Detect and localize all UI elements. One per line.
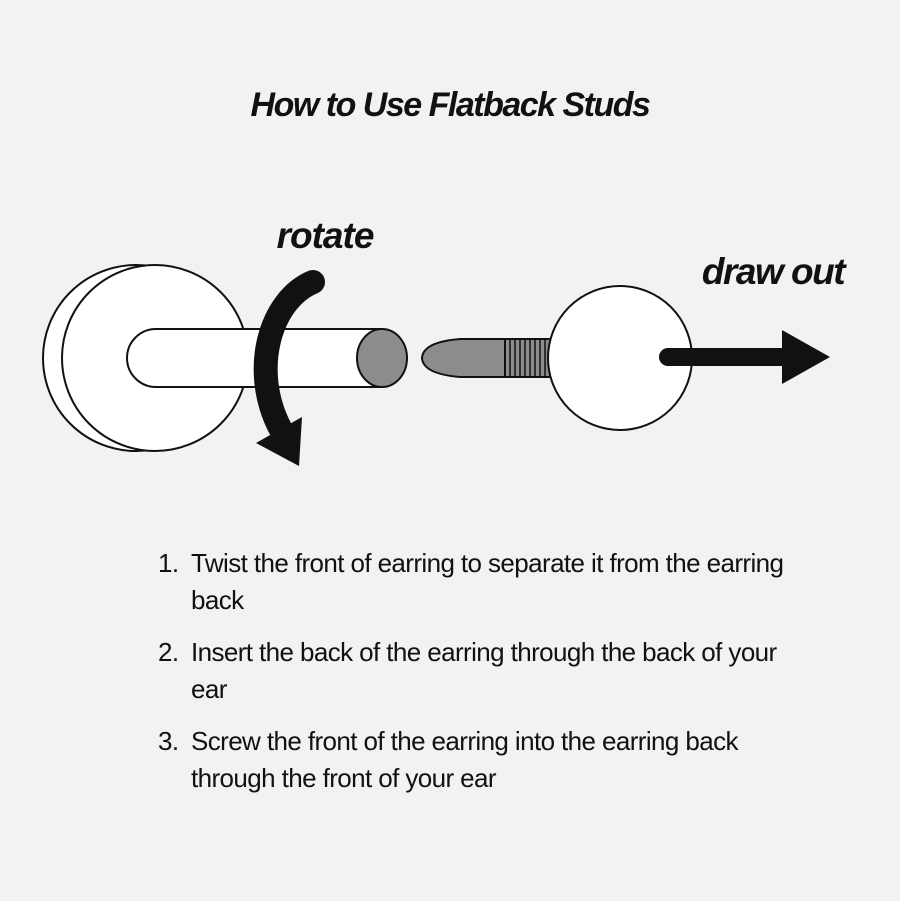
draw-out-arrow-icon <box>659 330 830 384</box>
rotate-label: rotate <box>277 215 374 256</box>
draw-out-label: draw out <box>702 251 847 292</box>
step-1: 1. Twist the front of earring to separat… <box>158 545 798 619</box>
step-number: 2. <box>158 637 179 667</box>
instruction-steps: 1. Twist the front of earring to separat… <box>158 545 798 812</box>
threaded-pin <box>420 338 556 378</box>
step-text: Screw the front of the earring into the … <box>191 726 739 793</box>
rotate-arrow-icon <box>253 270 325 466</box>
step-3: 3. Screw the front of the earring into t… <box>158 723 798 797</box>
step-number: 1. <box>158 548 179 578</box>
step-text: Twist the front of earring to separate i… <box>191 548 784 615</box>
step-2: 2. Insert the back of the earring throug… <box>158 634 798 708</box>
step-text: Insert the back of the earring through t… <box>191 637 777 704</box>
page-title: How to Use Flatback Studs <box>250 86 651 124</box>
step-number: 3. <box>158 726 179 756</box>
